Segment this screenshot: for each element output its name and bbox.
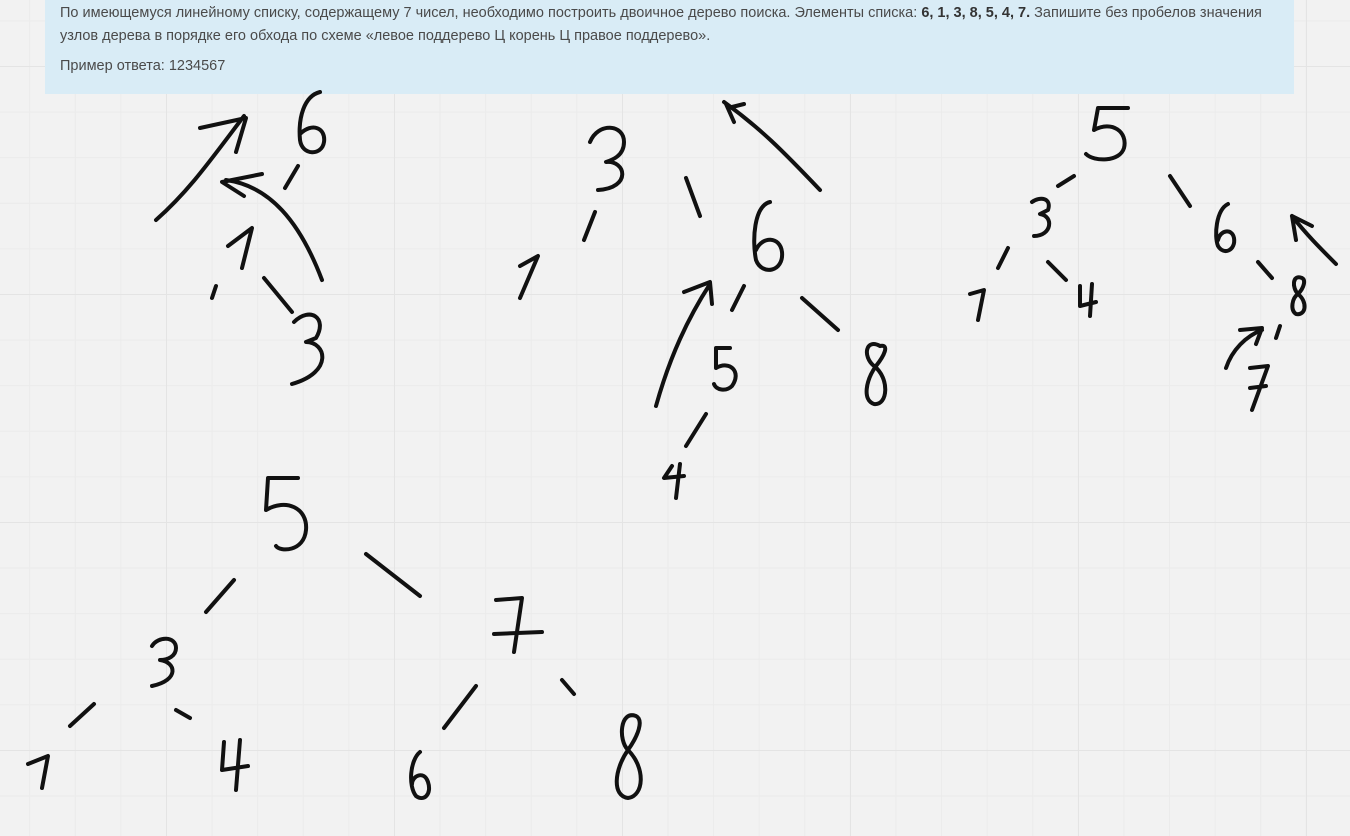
edge-7-6 [442, 684, 478, 730]
edge-1-left [210, 284, 218, 300]
digit-5-root [264, 476, 309, 552]
digit-6 [297, 90, 327, 155]
edge-6-5 [730, 284, 746, 312]
edge-5-3 [1056, 174, 1076, 188]
digit-3-root [588, 125, 626, 192]
task-text-after: Запишите без пробелов значения узлов дер… [60, 5, 1262, 44]
sketch-tree-final [26, 476, 643, 801]
task-panel: По имеющемуся линейному списку, содержащ… [45, 0, 1294, 94]
digit-7 [1248, 364, 1270, 412]
digit-1 [518, 254, 540, 300]
task-statement: По имеющемуся линейному списку, содержащ… [60, 2, 1284, 48]
arrow-up-left [722, 100, 822, 192]
edge-3-1 [996, 246, 1010, 270]
digit-3 [150, 636, 178, 688]
edge-8-7 [1274, 324, 1282, 340]
edge-5-4 [684, 412, 708, 448]
digit-1 [26, 754, 50, 790]
arrow-up-left [1290, 214, 1338, 266]
edge-3-1 [68, 702, 96, 728]
edge-3-4 [1046, 260, 1068, 282]
digit-3 [1030, 196, 1051, 238]
edge-6-8 [800, 296, 840, 332]
edge-5-7 [364, 552, 422, 598]
sketch-tree-2 [518, 100, 888, 500]
digit-7 [492, 596, 544, 654]
digit-6 [1214, 202, 1237, 254]
digit-8 [1290, 275, 1307, 317]
digit-8 [614, 713, 643, 800]
sketch-tree-3 [968, 106, 1338, 412]
edge-3-1 [582, 210, 597, 242]
digit-3 [290, 312, 325, 386]
sketch-tree-1 [154, 90, 327, 386]
edge-6-8 [1256, 260, 1274, 280]
digit-6 [752, 200, 785, 272]
digit-6 [409, 750, 431, 801]
edge-5-6 [1168, 174, 1192, 208]
edge-3-4 [174, 708, 192, 720]
list-elements: 6, 1, 3, 8, 5, 4, 7. [921, 5, 1031, 21]
edge-7-8 [560, 678, 576, 696]
digit-4 [220, 738, 250, 792]
answer-example: Пример ответа: 1234567 [60, 58, 226, 74]
edge-1-3 [262, 276, 294, 314]
digit-5-root [1084, 106, 1130, 162]
edge-5-3 [204, 578, 236, 614]
edge-6-1 [283, 164, 300, 190]
digit-1 [226, 226, 254, 270]
digit-5 [712, 346, 738, 392]
arrow-up-left [154, 114, 248, 222]
digit-4 [662, 462, 686, 500]
arrow-up [654, 280, 714, 408]
arrow-up [1224, 326, 1264, 370]
task-text-before: По имеющемуся линейному списку, содержащ… [60, 5, 922, 21]
arrow-curve [220, 172, 324, 282]
edge-3-6 [684, 176, 702, 218]
digit-4 [1078, 282, 1098, 318]
digit-8 [864, 342, 888, 406]
digit-1 [968, 288, 986, 322]
